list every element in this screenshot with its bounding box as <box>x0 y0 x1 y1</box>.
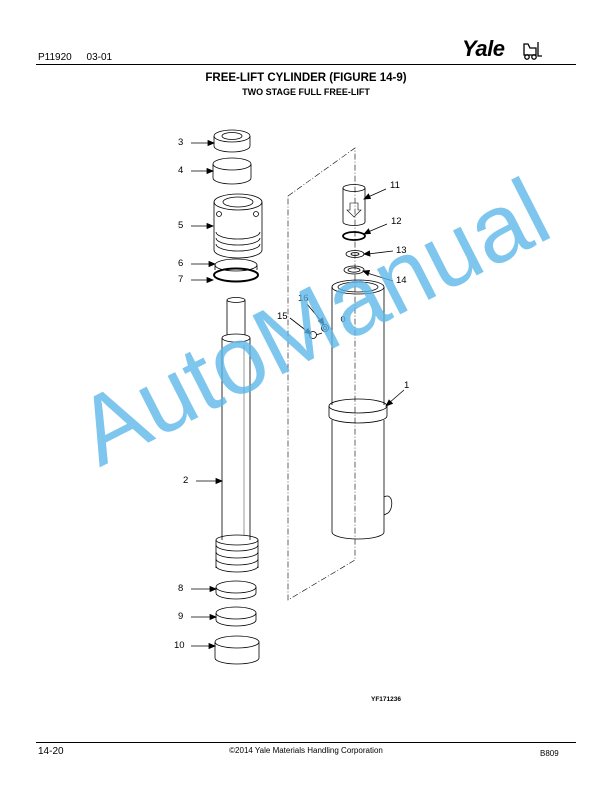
page-title: FREE-LIFT CYLINDER (FIGURE 14-9) <box>205 72 407 84</box>
header-left: P11920 03-01 <box>38 52 112 63</box>
callout-8: 8 <box>178 583 184 594</box>
callout-2: 2 <box>183 475 189 486</box>
arrow-down-icon <box>346 202 362 218</box>
callout-4: 4 <box>178 165 184 176</box>
callout-10: 10 <box>174 640 185 651</box>
part-2-piston-rod <box>215 297 259 573</box>
part-5-gland <box>213 193 263 259</box>
callout-15: 15 <box>277 311 288 322</box>
page-number: 14-20 <box>38 746 64 757</box>
forklift-icon <box>523 42 542 60</box>
yale-logo: Yale <box>462 36 542 62</box>
part-7-o-ring <box>213 267 259 283</box>
part-14-ring <box>343 265 365 275</box>
figure-id: YF171236 <box>371 696 401 703</box>
callout-13: 13 <box>396 245 407 256</box>
page-subtitle: TWO STAGE FULL FREE-LIFT <box>242 87 370 97</box>
part-6-band <box>214 265 258 270</box>
callout-12: 12 <box>391 216 402 227</box>
part-4-ring <box>212 157 252 185</box>
callout-6: 6 <box>178 258 184 269</box>
part-1-cylinder-shell <box>328 279 393 540</box>
part-11-plunger <box>342 184 366 226</box>
part-9-ring <box>215 606 257 627</box>
part-15-fitting <box>309 331 323 339</box>
footer-rule <box>36 742 576 743</box>
callout-16: 16 <box>298 293 309 304</box>
doc-code: B809 <box>540 749 559 758</box>
callout-11: 11 <box>390 180 400 191</box>
logo-text: Yale <box>462 36 505 61</box>
part-12-o-ring <box>342 231 366 241</box>
boundary-line <box>287 147 356 601</box>
copyright: ©2014 Yale Materials Handling Corporatio… <box>229 746 383 755</box>
callout-7: 7 <box>178 274 184 285</box>
part-10-bushing <box>214 635 260 665</box>
doc-number: P11920 <box>38 52 72 63</box>
part-16-washer <box>321 324 329 332</box>
part-3-wiper <box>213 129 251 153</box>
leader-arrows <box>191 139 405 650</box>
callout-1: 1 <box>404 380 410 391</box>
callout-14: 14 <box>396 275 407 286</box>
date-code: 03-01 <box>86 52 113 63</box>
callout-3: 3 <box>178 137 184 148</box>
callout-5: 5 <box>178 220 184 231</box>
part-8-ring <box>215 580 257 600</box>
header-rule <box>36 64 576 65</box>
callout-9: 9 <box>178 611 184 622</box>
